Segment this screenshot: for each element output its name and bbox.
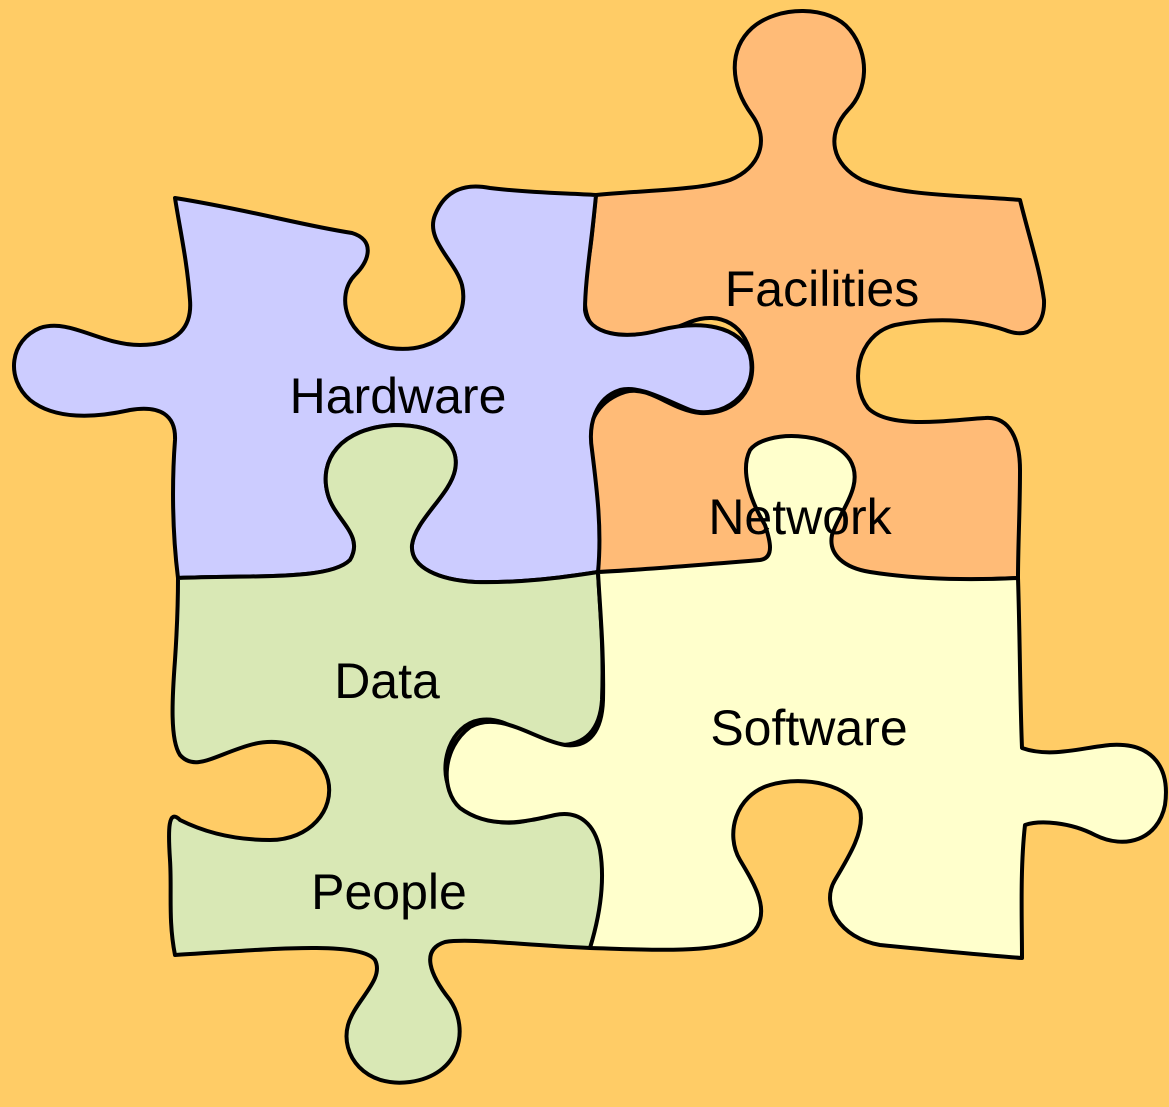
facilities-label: Facilities	[725, 261, 919, 317]
network-label: Network	[708, 489, 892, 545]
data-label: Data	[334, 653, 440, 709]
people-label: People	[311, 864, 467, 920]
software-piece	[444, 434, 1168, 960]
hardware-label: Hardware	[290, 368, 507, 424]
software-label: Software	[710, 700, 907, 756]
